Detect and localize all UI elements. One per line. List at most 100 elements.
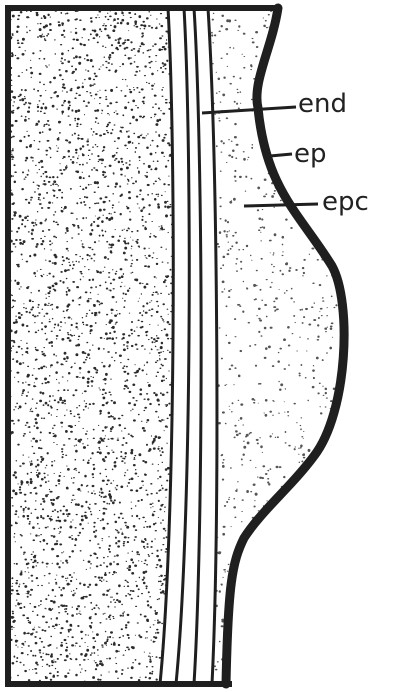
stipple-dot bbox=[265, 347, 268, 350]
stipple-dot bbox=[11, 230, 13, 231]
stipple-dot bbox=[40, 447, 43, 449]
stipple-dot bbox=[150, 546, 152, 548]
stipple-dot bbox=[48, 124, 50, 125]
stipple-dot bbox=[159, 450, 161, 451]
stipple-dot bbox=[23, 553, 24, 554]
stipple-dot bbox=[158, 107, 160, 109]
stipple-dot bbox=[30, 309, 33, 311]
stipple-dot bbox=[31, 411, 33, 412]
stipple-dot bbox=[89, 159, 91, 160]
stipple-dot bbox=[41, 458, 44, 461]
stipple-dot bbox=[11, 616, 14, 619]
stipple-dot bbox=[138, 301, 139, 302]
stipple-dot bbox=[252, 144, 254, 146]
stipple-dot bbox=[262, 226, 263, 227]
stipple-dot bbox=[159, 37, 162, 39]
stipple-dot bbox=[35, 408, 37, 410]
stipple-dot bbox=[70, 330, 71, 331]
stipple-dot bbox=[116, 322, 118, 323]
stipple-dot bbox=[100, 564, 102, 566]
stipple-dot bbox=[32, 446, 34, 447]
stipple-dot bbox=[255, 365, 257, 367]
stipple-dot bbox=[146, 331, 148, 333]
stipple-dot bbox=[116, 337, 118, 339]
stipple-dot bbox=[13, 536, 14, 537]
stipple-dot bbox=[161, 447, 163, 449]
stipple-dot bbox=[143, 576, 144, 577]
stipple-dot bbox=[111, 52, 114, 54]
stipple-dot bbox=[269, 411, 272, 413]
stipple-dot bbox=[127, 541, 129, 543]
stipple-dot bbox=[153, 641, 155, 643]
stipple-dot bbox=[138, 663, 140, 665]
stipple-dot bbox=[40, 222, 43, 225]
stipple-dot bbox=[30, 533, 31, 534]
stipple-dot bbox=[81, 240, 82, 241]
stipple-dot bbox=[68, 317, 71, 319]
stipple-dot bbox=[71, 538, 73, 540]
stipple-dot bbox=[158, 436, 161, 439]
stipple-dot bbox=[32, 628, 35, 630]
stipple-dot bbox=[43, 112, 45, 114]
stipple-dot bbox=[97, 186, 99, 188]
stipple-dot bbox=[116, 593, 118, 595]
stipple-dot bbox=[130, 41, 132, 43]
stipple-dot bbox=[127, 359, 129, 360]
stipple-dot bbox=[274, 309, 276, 311]
stipple-dot bbox=[85, 403, 87, 404]
stipple-dot bbox=[221, 25, 223, 27]
stipple-dot bbox=[117, 22, 119, 24]
stipple-dot bbox=[63, 358, 66, 360]
stipple-dot bbox=[168, 314, 169, 315]
stipple-dot bbox=[24, 216, 27, 219]
stipple-dot bbox=[111, 337, 114, 340]
stipple-dot bbox=[79, 405, 81, 406]
stipple-dot bbox=[124, 286, 125, 287]
stipple-dot bbox=[41, 167, 43, 168]
stipple-dot bbox=[139, 298, 140, 299]
stipple-dot bbox=[47, 404, 49, 406]
stipple-dot bbox=[250, 491, 252, 493]
stipple-dot bbox=[68, 289, 71, 292]
stipple-dot bbox=[226, 53, 228, 55]
stipple-dot bbox=[150, 233, 151, 234]
stipple-dot bbox=[312, 386, 315, 388]
stipple-dot bbox=[69, 574, 72, 576]
stipple-dot bbox=[88, 408, 89, 409]
stipple-dot bbox=[39, 58, 41, 59]
stipple-dot bbox=[74, 335, 76, 336]
stipple-dot bbox=[220, 58, 222, 59]
stipple-dot bbox=[110, 283, 112, 285]
stipple-dot bbox=[40, 111, 42, 113]
stipple-dot bbox=[161, 152, 164, 154]
stipple-dot bbox=[16, 590, 19, 592]
stipple-dot bbox=[86, 54, 88, 56]
stipple-dot bbox=[15, 541, 16, 542]
stipple-dot bbox=[125, 626, 127, 628]
stipple-dot bbox=[121, 431, 122, 432]
stipple-dot bbox=[135, 105, 137, 106]
stipple-dot bbox=[123, 371, 126, 373]
stipple-dot bbox=[76, 470, 77, 471]
stipple-dot bbox=[55, 579, 56, 580]
stipple-dot bbox=[128, 648, 130, 650]
stipple-dot bbox=[112, 326, 115, 329]
stipple-dot bbox=[65, 649, 68, 652]
stipple-dot bbox=[132, 142, 134, 144]
stipple-dot bbox=[132, 561, 134, 563]
stipple-dot bbox=[162, 462, 163, 463]
stipple-dot bbox=[115, 529, 116, 530]
stipple-dot bbox=[250, 178, 252, 180]
stipple-dot bbox=[20, 340, 21, 341]
stipple-dot bbox=[267, 478, 269, 480]
stipple-dot bbox=[156, 194, 158, 195]
stipple-dot bbox=[29, 299, 32, 302]
stipple-dot bbox=[68, 425, 70, 427]
stipple-dot bbox=[145, 521, 146, 522]
stipple-dot bbox=[168, 323, 171, 325]
stipple-dot bbox=[89, 84, 91, 87]
stipple-dot bbox=[71, 237, 73, 238]
stipple-dot bbox=[155, 55, 157, 56]
stipple-dot bbox=[17, 646, 18, 647]
stipple-dot bbox=[85, 324, 88, 326]
